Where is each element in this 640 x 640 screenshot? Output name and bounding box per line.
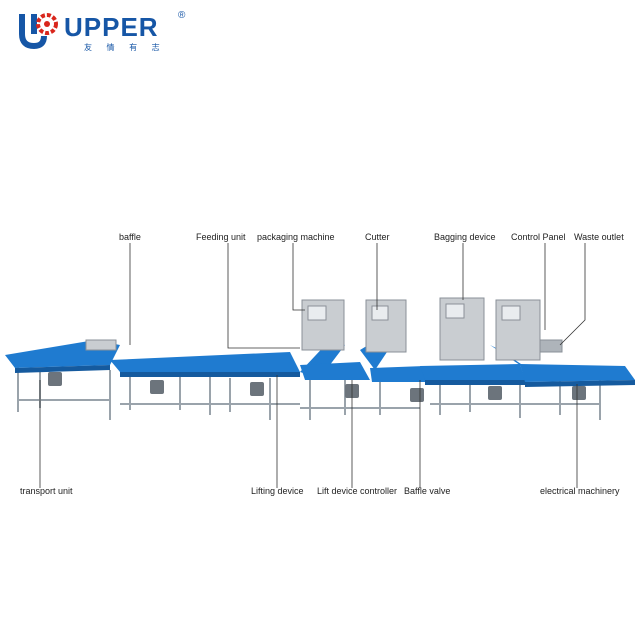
label-packaging-machine: packaging machine — [257, 232, 335, 242]
label-bagging-device: Bagging device — [434, 232, 496, 242]
packaging-machines — [85, 297, 563, 361]
label-cutter: Cutter — [365, 232, 390, 242]
registered-mark: ® — [178, 10, 186, 21]
label-feeding-unit: Feeding unit — [196, 232, 246, 242]
leader-lines — [39, 243, 586, 488]
label-baffle-valve: Baffle valve — [404, 486, 451, 496]
label-baffle: baffle — [119, 232, 141, 242]
label-control-panel: Control Panel — [511, 232, 566, 242]
label-transport-unit: transport unit — [20, 486, 73, 496]
label-lift-device-controller: Lift device controller — [317, 486, 398, 496]
label-waste-outlet: Waste outlet — [574, 232, 624, 242]
brand-logo: UPPER ® 友 情 有 志 — [18, 8, 188, 54]
label-electrical-machinery: electrical machinery — [540, 486, 620, 496]
brand-tagline: 友 情 有 志 — [84, 43, 166, 52]
label-lifting-device: Lifting device — [251, 486, 304, 496]
brand-name: UPPER — [64, 12, 159, 42]
upper-logo-icon — [19, 13, 58, 50]
